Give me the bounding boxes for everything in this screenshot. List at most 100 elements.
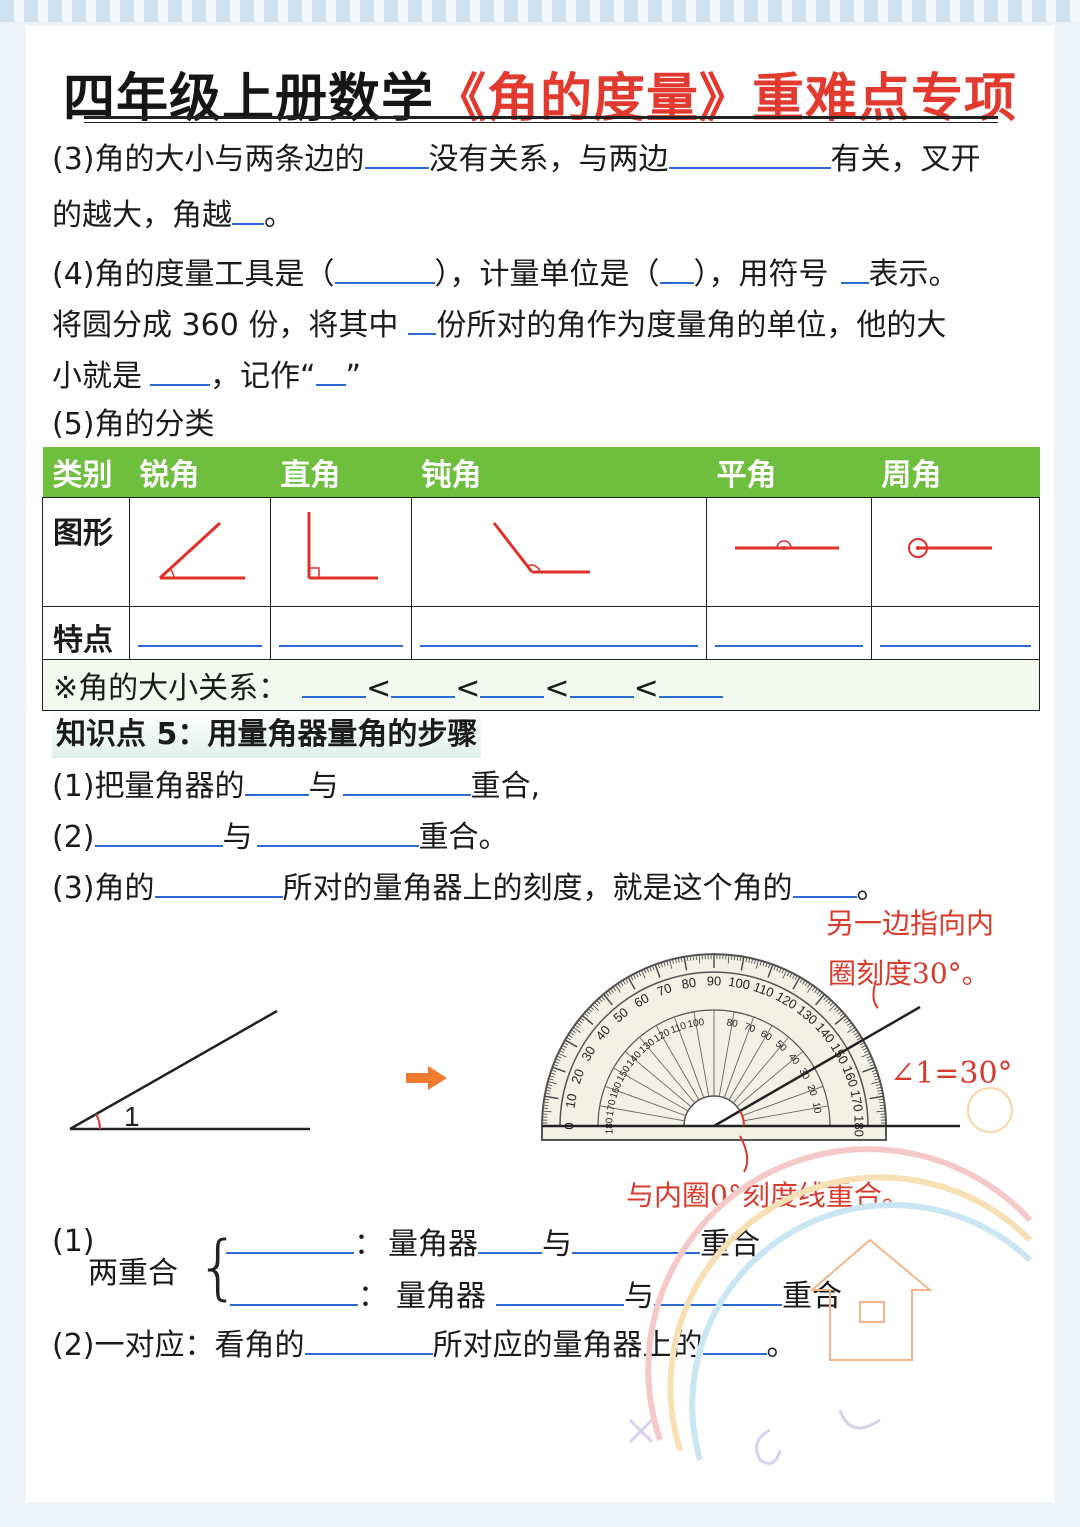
- protractor-tick: [804, 981, 809, 987]
- blank[interactable]: [304, 1323, 433, 1355]
- arrow-right-icon: [406, 1066, 447, 1090]
- protractor-tick: [873, 1075, 879, 1078]
- blank[interactable]: [302, 670, 367, 698]
- blank[interactable]: [230, 1274, 358, 1306]
- protractor-ray: [728, 1025, 773, 1101]
- blank[interactable]: [232, 193, 264, 225]
- protractor-tick: [773, 965, 777, 971]
- blank[interactable]: [496, 1274, 624, 1306]
- protractor-scale-label: 80: [680, 974, 697, 991]
- protractor-tick: [543, 1104, 549, 1107]
- protractor-scale-label: 160: [608, 1080, 624, 1100]
- feature-blank-obtuse[interactable]: [420, 645, 698, 647]
- table-row-shapes: 图形: [42, 497, 1040, 607]
- protractor-tick: [542, 1107, 548, 1109]
- blank[interactable]: [256, 815, 419, 847]
- protractor-tick: [561, 1044, 567, 1048]
- protractor-tick: [544, 1098, 550, 1101]
- protractor-scale-label: 110: [669, 1020, 688, 1036]
- protractor-tick: [607, 990, 612, 995]
- annotation-angle-value: ∠1=30°: [890, 1056, 1013, 1091]
- blank[interactable]: [315, 354, 346, 386]
- kp5-heading: 知识点 5：用量角器量角的步骤: [52, 712, 482, 758]
- protractor-tick: [549, 1075, 555, 1078]
- protractor-scale-label: 30: [578, 1043, 598, 1063]
- protractor-tick: [740, 956, 745, 971]
- protractor-ray: [613, 1067, 689, 1112]
- blank[interactable]: [334, 252, 435, 284]
- blank[interactable]: [342, 764, 471, 796]
- protractor-scale-label: 70: [742, 1021, 757, 1035]
- protractor-tick: [640, 969, 646, 979]
- blank[interactable]: [569, 670, 634, 698]
- protractor-tick: [615, 984, 621, 993]
- blank[interactable]: [364, 137, 429, 169]
- protractor-tick: [547, 1084, 553, 1086]
- protractor-tick: [556, 1055, 562, 1059]
- protractor-tick: [839, 1012, 845, 1017]
- protractor-tick: [834, 1014, 847, 1025]
- protractor-tick: [825, 997, 830, 1003]
- protractor-tick: [574, 1024, 580, 1029]
- protractor-tick: [863, 1050, 869, 1054]
- protractor-tick: [551, 1069, 557, 1073]
- feature-blank-straight[interactable]: [715, 645, 863, 647]
- blank[interactable]: [150, 354, 210, 386]
- blank[interactable]: [572, 1222, 700, 1254]
- protractor: 0102030405060708090100110120130140150160…: [541, 953, 960, 1141]
- header-obtuse: 钝角: [411, 447, 707, 498]
- right-angle-icon: [307, 512, 378, 580]
- protractor-tick: [829, 1001, 834, 1007]
- feature-blank-acute[interactable]: [138, 645, 262, 647]
- blank[interactable]: [226, 1222, 354, 1254]
- protractor-scale-label: 110: [751, 979, 776, 1000]
- protractor-tick: [680, 957, 683, 963]
- blank[interactable]: [478, 1222, 542, 1254]
- protractor-scale-label: 20: [805, 1083, 819, 1098]
- protractor-tick: [843, 1017, 848, 1022]
- protractor-tick: [869, 1063, 875, 1067]
- blank[interactable]: [658, 670, 723, 698]
- protractor-tick: [617, 983, 621, 988]
- protractor-ray: [718, 1011, 735, 1097]
- protractor-tick: [859, 1042, 865, 1046]
- blank[interactable]: [840, 252, 869, 284]
- annotation-pointer: [872, 979, 879, 1009]
- header-straight: 平角: [706, 447, 872, 498]
- protractor-tick: [799, 978, 803, 984]
- protractor-tick: [847, 1022, 852, 1026]
- blank[interactable]: [94, 815, 223, 847]
- protractor-outer-scale: 0102030405060708090100110120130140150160…: [561, 973, 866, 1136]
- blank[interactable]: [480, 670, 545, 698]
- protractor-scale-label: 60: [631, 990, 651, 1010]
- feature-blank-round[interactable]: [880, 645, 1031, 647]
- protractor-tick: [736, 955, 739, 961]
- blank[interactable]: [391, 670, 456, 698]
- blank[interactable]: [154, 866, 283, 898]
- protractor-tick: [557, 1052, 567, 1058]
- blank[interactable]: [792, 866, 857, 898]
- blank[interactable]: [244, 764, 309, 796]
- row-label-shape: 图形: [53, 516, 113, 551]
- blank[interactable]: [668, 137, 831, 169]
- protractor-tick: [794, 975, 798, 981]
- protractor-tick: [619, 981, 624, 987]
- protractor-tick: [543, 1101, 549, 1104]
- protractor-scale-label: 20: [568, 1067, 587, 1086]
- blank[interactable]: [408, 303, 437, 335]
- kp5-step3: (3)角的所对的量角器上的刻度，就是这个角的。: [52, 866, 887, 909]
- protractor-ray: [639, 1036, 696, 1104]
- protractor-tick: [811, 986, 816, 992]
- feature-blank-right[interactable]: [279, 645, 403, 647]
- summary-1-line-a: ：量角器与重合: [226, 1222, 760, 1265]
- protractor-ray: [742, 1085, 824, 1117]
- protractor-tick: [663, 961, 666, 967]
- blank[interactable]: [702, 1323, 767, 1355]
- relation-label: ※角的大小关系：: [53, 671, 289, 706]
- protractor-tick: [871, 1069, 877, 1073]
- protractor-tick: [622, 979, 626, 985]
- protractor-tick: [818, 992, 823, 997]
- blank[interactable]: [659, 252, 694, 284]
- protractor-tick: [602, 993, 613, 1006]
- q5-title: (5)角的分类: [52, 407, 215, 442]
